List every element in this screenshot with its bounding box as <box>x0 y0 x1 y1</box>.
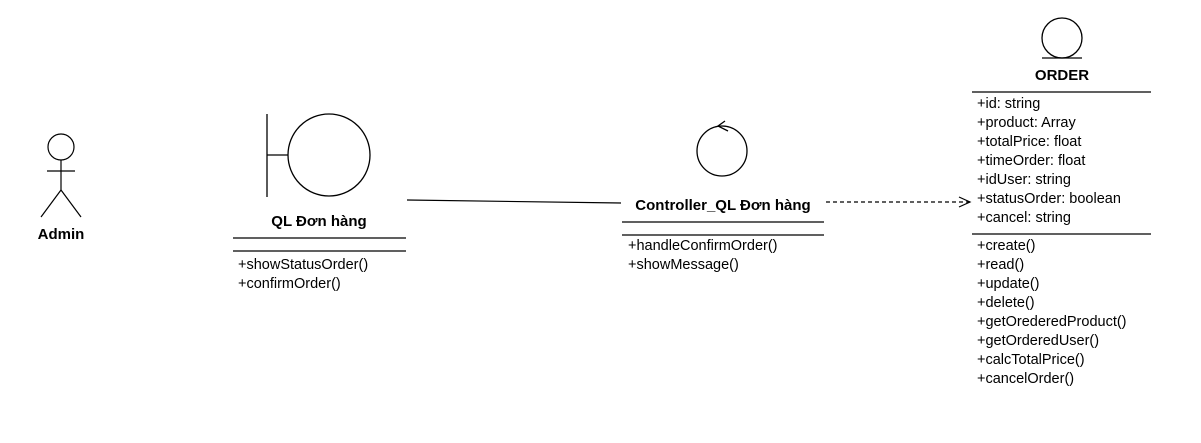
boundary-method-list: +showStatusOrder() +confirmOrder() <box>238 256 368 294</box>
entity-method: +getOrederedProduct() <box>977 314 1127 330</box>
entity-attribute-list: +id: string +product: Array +totalPrice:… <box>977 95 1121 228</box>
control-method: +handleConfirmOrder() <box>628 238 778 254</box>
entity-title: ORDER <box>1034 67 1090 84</box>
entity-method: +read() <box>977 257 1025 273</box>
entity-icon <box>1041 17 1083 59</box>
entity-attribute: +statusOrder: boolean <box>977 191 1121 207</box>
boundary-method: +showStatusOrder() <box>238 257 369 273</box>
boundary-title: QL Đơn hàng <box>271 213 367 230</box>
entity-attribute: +cancel: string <box>977 210 1071 226</box>
actor-label: Admin <box>37 226 85 243</box>
entity-method: +calcTotalPrice() <box>977 352 1085 368</box>
control-icon <box>696 120 748 177</box>
entity-attribute: +timeOrder: float <box>977 153 1086 169</box>
actor-icon <box>40 133 82 218</box>
entity-method: +getOrderedUser() <box>977 333 1100 349</box>
association-line <box>406 199 622 204</box>
entity-attribute: +idUser: string <box>977 172 1071 188</box>
boundary-method: +confirmOrder() <box>238 276 341 292</box>
entity-method: +create() <box>977 238 1036 254</box>
control-method-list: +handleConfirmOrder() +showMessage() <box>628 237 778 275</box>
entity-method: +cancelOrder() <box>977 371 1075 387</box>
entity-attribute: +product: Array <box>977 115 1076 131</box>
entity-attribute: +id: string <box>977 96 1041 112</box>
entity-method: +delete() <box>977 295 1035 311</box>
entity-method: +update() <box>977 276 1040 292</box>
control-title: Controller_QL Đơn hàng <box>635 197 811 214</box>
entity-method-list: +create() +read() +update() +delete() +g… <box>977 237 1127 389</box>
entity-attribute: +totalPrice: float <box>977 134 1082 150</box>
boundary-icon <box>266 113 371 197</box>
control-method: +showMessage() <box>628 257 739 273</box>
